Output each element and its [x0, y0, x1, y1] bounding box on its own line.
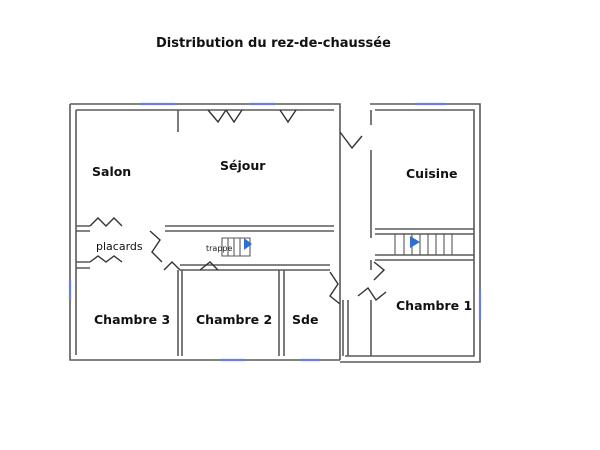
outer-wall-left-side	[69, 104, 340, 361]
wall-placards-bottom	[76, 261, 90, 269]
room-label-chambre1: Chambre 1	[396, 298, 473, 313]
room-label-salon: Salon	[92, 164, 132, 179]
room-label-chambre2: Chambre 2	[196, 312, 273, 327]
door-entry-arc	[339, 131, 363, 150]
wall-ch1-top	[375, 254, 474, 261]
room-label-cuisine: Cuisine	[406, 166, 458, 181]
door-salon	[89, 217, 123, 227]
door-chambre2	[199, 261, 219, 271]
stair-steps	[394, 234, 453, 255]
trap-arrow-icon	[244, 238, 252, 250]
door-placards	[89, 255, 123, 263]
stair-arrow-icon	[410, 236, 420, 248]
trap-steps	[221, 237, 251, 257]
windows	[68, 102, 482, 362]
window-door-sejour-2	[225, 109, 243, 124]
room-label-sde: Sde	[292, 312, 319, 327]
door-ch1-swing	[373, 261, 386, 281]
room-label-trappe: trappe	[206, 244, 233, 253]
wall-ch3-ch2	[177, 270, 183, 356]
window-door-sejour-1	[207, 109, 227, 124]
plan-title: Distribution du rez-de-chaussée	[156, 36, 391, 51]
outer-wall-right	[340, 103, 481, 363]
outer-wall-right-inner	[345, 109, 475, 357]
room-label-sejour: Séjour	[220, 158, 266, 173]
wall-sejour-bottom	[165, 225, 334, 232]
wall-kitchen-bottom	[375, 228, 474, 235]
room-label-chambre3: Chambre 3	[94, 312, 171, 327]
door-corridor-left	[149, 230, 163, 263]
door-chambre3	[163, 261, 181, 271]
room-label-placards: placards	[96, 240, 143, 253]
window-door-sejour-3	[279, 109, 297, 124]
wall-sde-corridor	[342, 300, 349, 356]
wall-ch2-sde	[278, 270, 285, 356]
wall-salon-bottom	[76, 225, 90, 232]
wall-corridor-bottom	[180, 264, 330, 271]
door-chambre1	[357, 286, 387, 302]
door-sde	[329, 271, 341, 305]
